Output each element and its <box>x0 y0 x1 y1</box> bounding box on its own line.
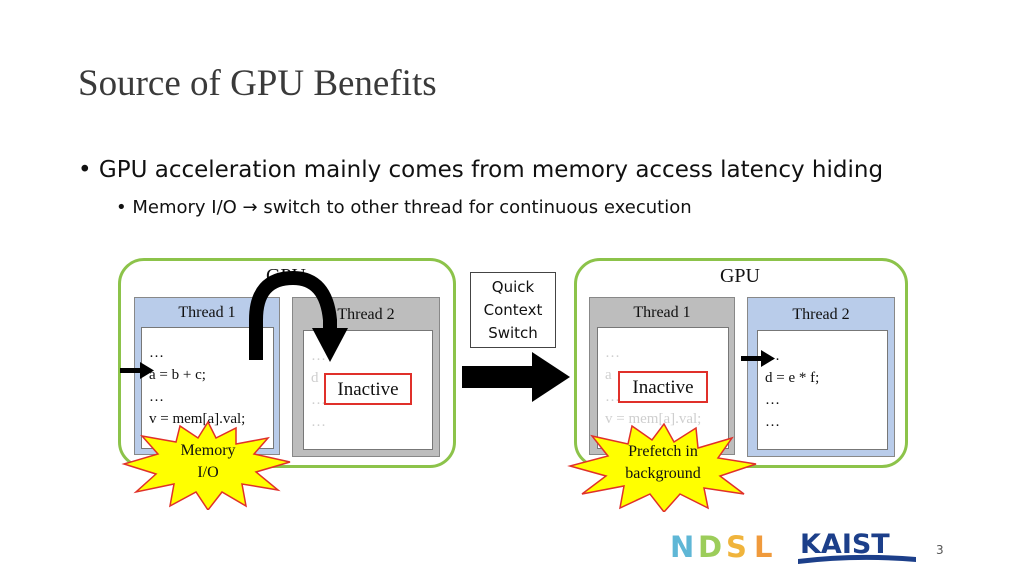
prefetch-burst-icon <box>567 422 757 512</box>
burst-line: Memory <box>180 442 236 459</box>
bullet-dot: • <box>78 157 92 183</box>
svg-text:L: L <box>754 530 772 564</box>
context-switch-arrow-icon <box>462 352 570 402</box>
right-thread2-title: Thread 2 <box>792 306 850 323</box>
code-line: d = e * f; <box>765 370 820 386</box>
prefetch-text: Prefetch in background <box>600 441 726 485</box>
code-line: … <box>605 345 620 361</box>
right-gpu-label: GPU <box>719 265 760 287</box>
code-line: … <box>765 392 780 408</box>
burst-line: Prefetch in <box>628 443 698 460</box>
thread-switch-curved-arrow-icon <box>249 270 348 362</box>
bullet-sub: • Memory I/O → switch to other thread fo… <box>116 197 692 218</box>
code-line: … <box>765 414 780 430</box>
bullet-dot: • <box>116 197 127 218</box>
code-line: d <box>311 370 319 386</box>
left-thread1-title: Thread 1 <box>178 304 236 321</box>
memory-io-burst-icon <box>121 420 291 510</box>
qcs-line: Context <box>483 301 543 319</box>
code-line: v = mem[a].val; <box>605 411 702 427</box>
burst-line: I/O <box>197 464 219 481</box>
svg-text:S: S <box>726 530 747 564</box>
right-thread1-title: Thread 1 <box>633 304 691 321</box>
left-thread2-title: Thread 2 <box>337 306 395 323</box>
bullet-main-text: GPU acceleration mainly comes from memor… <box>98 157 884 183</box>
quick-context-switch-box: Quick Context Switch <box>470 272 556 348</box>
qcs-line: Quick <box>491 278 535 296</box>
code-line: … <box>605 389 620 405</box>
memory-io-text: Memory I/O <box>148 440 268 484</box>
slide-title: Source of GPU Benefits <box>78 63 437 104</box>
left-inactive-label: Inactive <box>324 373 412 405</box>
bullet-main: • GPU acceleration mainly comes from mem… <box>78 157 883 183</box>
code-line: … <box>149 389 164 405</box>
svg-text:N: N <box>670 530 695 564</box>
burst-line: background <box>625 465 701 482</box>
code-line: … <box>311 348 326 364</box>
right-thread2-code: … d = e * f; … … <box>757 330 888 450</box>
right-pointer-arrow-icon <box>741 350 775 367</box>
svg-text:D: D <box>698 530 722 564</box>
svg-text:KAIST: KAIST <box>800 529 890 560</box>
left-pointer-arrow-icon <box>120 362 154 379</box>
right-inactive-label: Inactive <box>618 371 708 403</box>
page-number: 3 <box>936 543 944 557</box>
code-line: a = b + c; <box>149 367 206 383</box>
ndsl-logo: N D S L <box>668 530 788 564</box>
qcs-line: Switch <box>488 324 538 342</box>
code-line: … <box>765 348 780 364</box>
code-line: a <box>605 367 612 383</box>
bullet-sub-text: Memory I/O → switch to other thread for … <box>132 197 692 218</box>
kaist-logo: KAIST <box>798 529 916 564</box>
code-line: … <box>311 414 326 430</box>
code-line: … <box>311 392 326 408</box>
code-line: v = mem[a].val; <box>149 411 246 427</box>
code-line: … <box>149 345 164 361</box>
